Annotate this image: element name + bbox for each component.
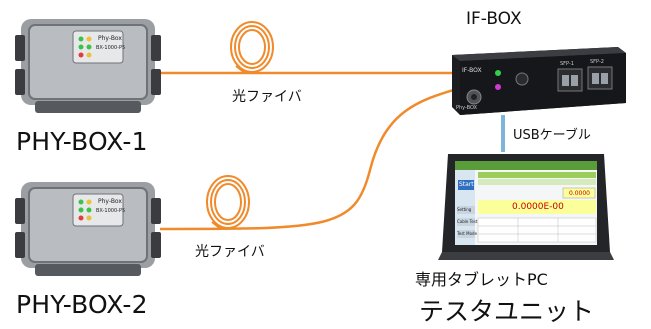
fiber-1-label: 光ファイバ: [232, 89, 302, 105]
tablet-pc-label: 専用タブレットPC: [415, 270, 548, 289]
tester-unit-label: テスタユニット: [419, 297, 595, 326]
tablet-readout-small: 0.0000: [569, 190, 590, 197]
if-box-port-2-label: SFP-2: [590, 59, 604, 65]
phy-box-1-device: Phy-Box BX-1000-P5: [15, 15, 161, 117]
tablet-start-button: Start: [459, 181, 474, 188]
phy-box-1-label: PHY-BOX-1: [16, 127, 148, 156]
phy-box-1-code: BX-1000-P5: [96, 45, 126, 51]
tablet-test-mode-button: Test Mode: [457, 231, 478, 236]
fiber-2-label: 光ファイバ: [195, 244, 265, 260]
phy-box-2-code: BX-1000-P5: [96, 208, 126, 214]
phy-box-2-tag: Phy-Box: [98, 198, 122, 205]
phy-box-2-label: PHY-BOX-2: [16, 290, 148, 319]
tablet-cable-test-button: Cable Test: [457, 219, 478, 224]
phy-box-1-tag: Phy-Box: [98, 35, 122, 42]
tablet-readout: 0.0000E-00: [512, 202, 564, 212]
if-box-device-name: IF-BOX: [462, 67, 482, 74]
fiber-cable-2: [159, 86, 461, 231]
if-box-device: IF-BOX Phy-BOX SFP-1 SFP-2: [440, 45, 630, 120]
fiber-cable-1: [160, 21, 455, 75]
usb-cable-label: USBケーブル: [513, 128, 591, 143]
tablet-setting-button: Setting: [457, 207, 472, 212]
if-box-label: IF-BOX: [466, 9, 522, 29]
if-box-port-1-label: SFP-1: [560, 61, 574, 67]
phy-box-2-device: Phy-Box BX-1000-P5: [15, 178, 161, 280]
tablet-pc-device: Start 0.0000 0.0000E-00 Setting Cable Te…: [438, 152, 614, 262]
if-box-device-brand: Phy-BOX: [456, 105, 478, 111]
